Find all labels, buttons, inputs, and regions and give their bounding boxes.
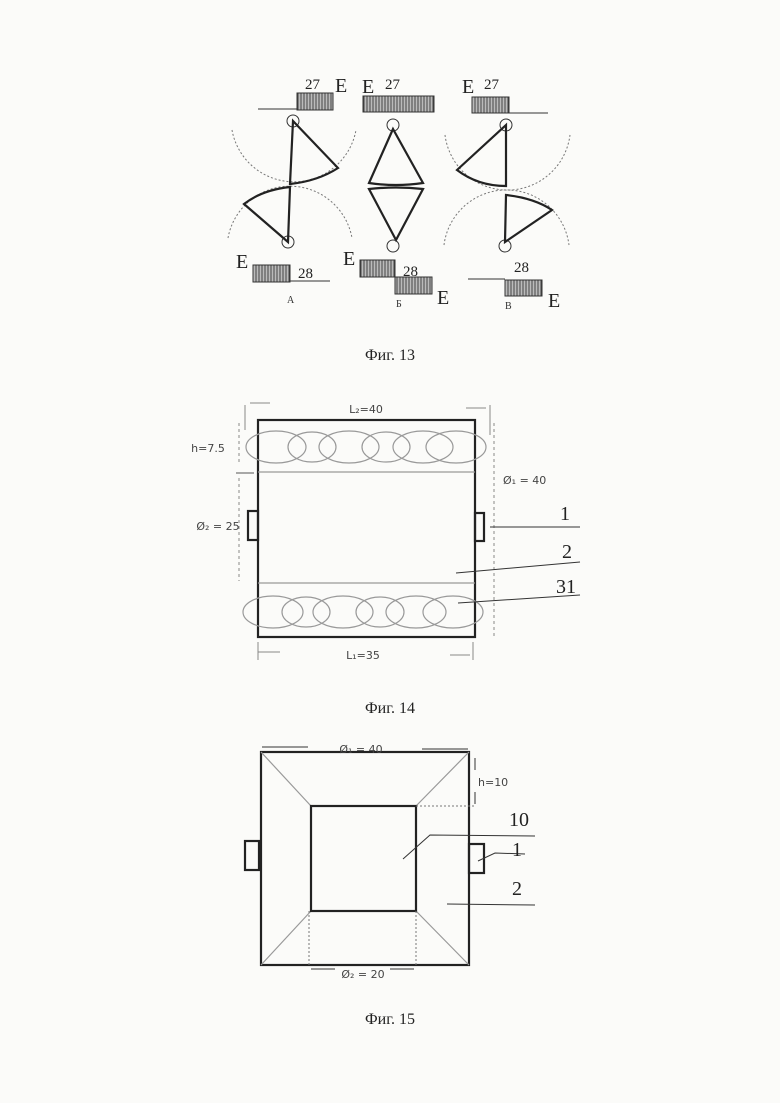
label-e: E	[462, 76, 474, 98]
bar-28	[253, 265, 290, 282]
bar-27	[297, 93, 333, 110]
ref-28: 28	[514, 260, 529, 276]
figure-caption: Фиг. 14	[365, 700, 415, 717]
label-e: E	[343, 248, 355, 270]
ref-27: 27	[385, 77, 401, 93]
dim-h: h=10	[478, 776, 508, 789]
ref-31: 31	[556, 576, 576, 598]
bar-27	[363, 96, 434, 112]
ref-27: 27	[305, 77, 321, 93]
ref-2: 2	[512, 878, 522, 900]
winding-top	[246, 431, 486, 463]
bar-28	[505, 280, 542, 296]
label-e: E	[548, 290, 560, 312]
ref-28: 28	[298, 266, 313, 282]
bar-27	[472, 97, 509, 113]
dim-d1: Ø₁ = 40	[339, 743, 382, 756]
left-axle-tab	[245, 841, 259, 870]
dim-d2: Ø₂ = 20	[341, 968, 384, 981]
figure-15: Ø₁ = 40 h=10 Ø₂ = 20 10 1 2 Фиг. 15	[245, 743, 535, 1028]
ref-10: 10	[509, 809, 529, 831]
panel-letter: В	[505, 301, 512, 312]
label-e: E	[362, 76, 374, 98]
dim-l2: L₂=40	[349, 403, 383, 416]
dim-d2: Ø₂ = 25	[196, 520, 239, 533]
ref-1: 1	[560, 503, 570, 525]
figure-13: 27 E E 28 А E 27 E 28 E	[228, 75, 570, 364]
ref-2: 2	[562, 541, 572, 563]
label-e: E	[236, 251, 248, 273]
dim-d1: Ø₁ = 40	[503, 474, 546, 487]
ref-27: 27	[484, 77, 500, 93]
inner-square	[311, 806, 416, 911]
label-e: E	[437, 287, 449, 309]
left-axle-tab	[248, 511, 258, 540]
fig13-panel-a: 27 E E 28 А	[228, 75, 356, 306]
right-axle-tab	[469, 844, 484, 873]
winding-bottom	[243, 596, 483, 628]
dim-l1: L₁=35	[346, 649, 380, 662]
right-axle-tab	[475, 513, 484, 541]
panel-letter: Б	[396, 299, 402, 310]
figure-14: L₂=40 h=7.5 Ø₁ = 40 Ø₂ = 25 L₁=35 1 2 31…	[191, 403, 580, 717]
fig13-panel-c: E 27 28 E В	[444, 76, 570, 312]
ref-1: 1	[512, 839, 522, 861]
figure-caption: Фиг. 13	[365, 347, 415, 364]
panel-letter: А	[287, 295, 295, 306]
fig13-panel-b: E 27 E 28 E Б	[343, 76, 449, 310]
figure-caption: Фиг. 15	[365, 1011, 415, 1028]
dim-h: h=7.5	[191, 442, 225, 455]
ref-28: 28	[403, 264, 418, 280]
label-e: E	[335, 75, 347, 97]
bar-28-upper	[360, 260, 395, 277]
